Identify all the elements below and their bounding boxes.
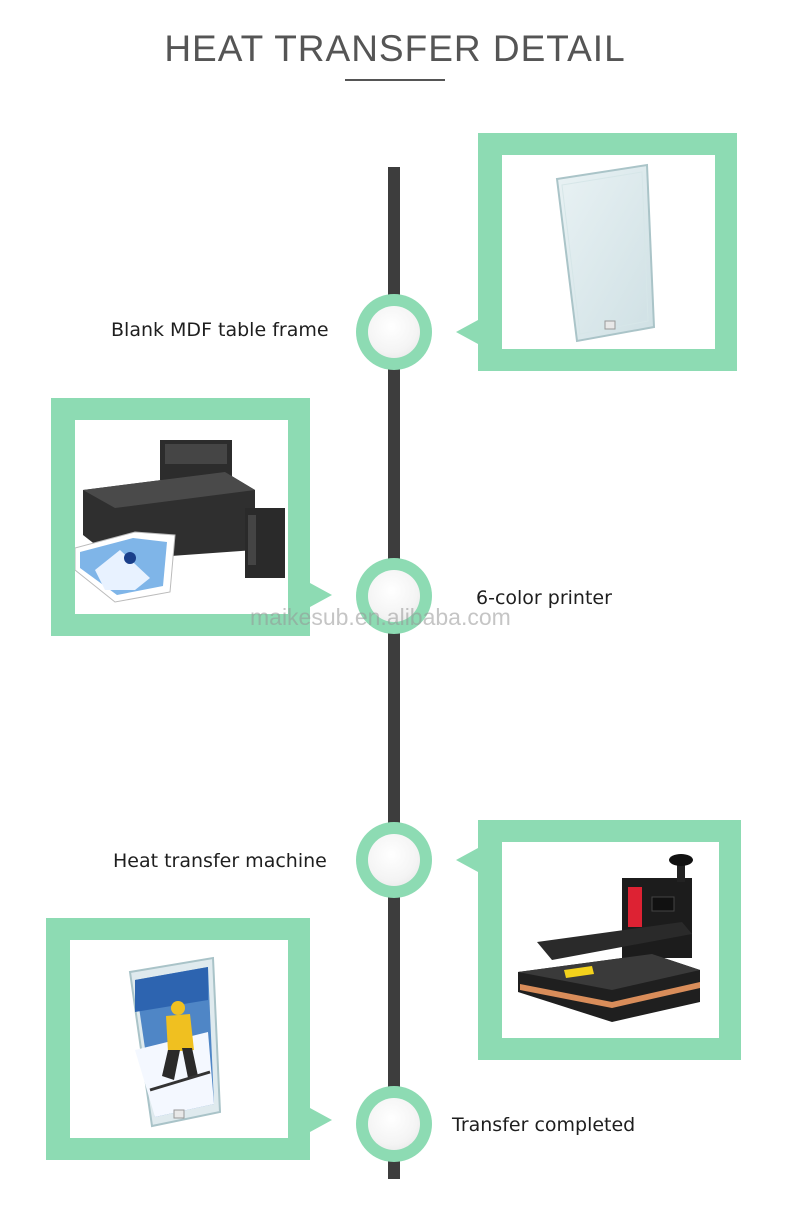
step-label-heat-machine: Heat transfer machine: [113, 850, 327, 872]
callout-arrow-1: [456, 320, 478, 344]
glass-frame-icon: [502, 155, 715, 349]
title-underline: [345, 79, 445, 81]
timeline-node-3: [356, 822, 432, 898]
watermark: maikesub.en.alibaba.com: [250, 604, 511, 630]
printed-frame-icon: [70, 940, 288, 1138]
page-title: HEAT TRANSFER DETAIL: [164, 28, 626, 69]
timeline-node-2: [356, 558, 432, 634]
timeline-line: [388, 167, 400, 1179]
step-label-blank-frame: Blank MDF table frame: [111, 319, 329, 341]
printer-icon: [75, 420, 288, 614]
step-card-blank-frame: [478, 133, 737, 371]
heat-press-icon: [502, 842, 719, 1038]
timeline-node-1: [356, 294, 432, 370]
callout-arrow-2: [310, 583, 332, 607]
callout-arrow-3: [456, 848, 478, 872]
step-label-transfer-completed: Transfer completed: [452, 1114, 636, 1136]
step-label-printer: 6-color printer: [476, 587, 612, 609]
step-card-heat-machine: [478, 820, 741, 1060]
timeline-node-4: [356, 1086, 432, 1162]
step-card-printer: [51, 398, 310, 636]
step-card-transfer-completed: [46, 918, 310, 1160]
callout-arrow-4: [310, 1108, 332, 1132]
